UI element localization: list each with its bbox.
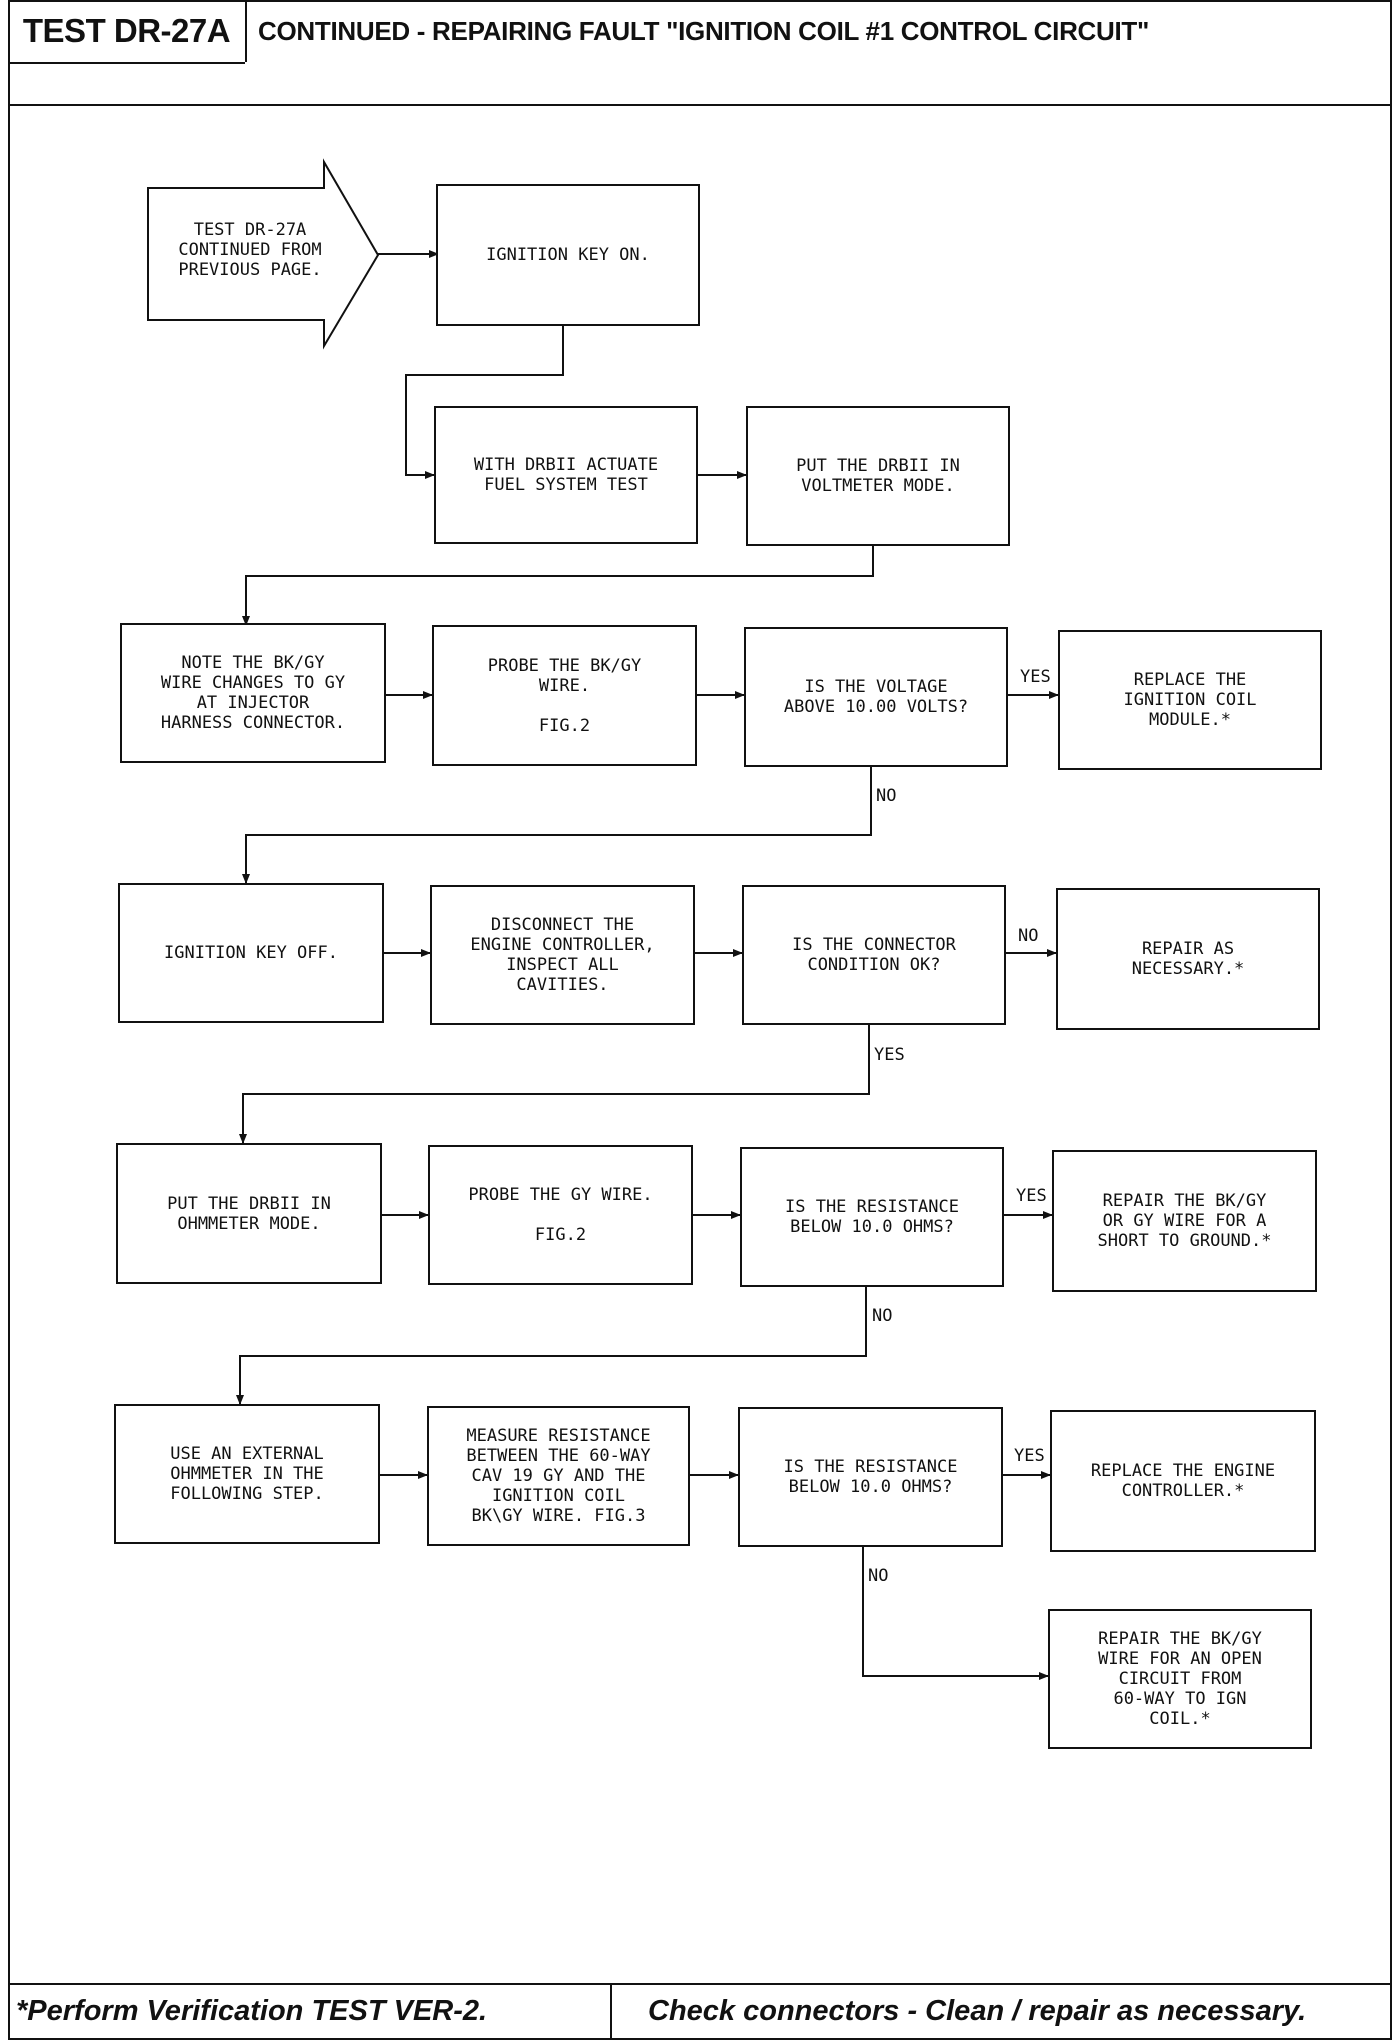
step-measure-resistance: MEASURE RESISTANCE BETWEEN THE 60-WAY CA… — [427, 1406, 690, 1546]
label-yes-open: YES — [1014, 1446, 1045, 1466]
step-disconnect-engine-controller: DISCONNECT THE ENGINE CONTROLLER, INSPEC… — [430, 885, 695, 1025]
step-ignition-key-on: IGNITION KEY ON. — [436, 184, 700, 326]
label-yes-connector: YES — [874, 1045, 905, 1065]
header-divider — [8, 104, 1392, 106]
page-border — [8, 0, 1392, 2040]
result-replace-ignition-coil-module: REPLACE THE IGNITION COIL MODULE.* — [1058, 630, 1322, 770]
decision-resistance-short: IS THE RESISTANCE BELOW 10.0 OHMS? — [740, 1147, 1004, 1287]
label-yes-short: YES — [1016, 1186, 1047, 1206]
step-voltmeter-mode: PUT THE DRBII IN VOLTMETER MODE. — [746, 406, 1010, 546]
footer-separator — [610, 1983, 612, 2040]
label-no-connector: NO — [1018, 926, 1039, 946]
step-ignition-key-off: IGNITION KEY OFF. — [118, 883, 384, 1023]
start-node: TEST DR-27A CONTINUED FROM PREVIOUS PAGE… — [178, 220, 322, 280]
header-top-rule — [8, 62, 245, 64]
step-external-ohmmeter: USE AN EXTERNAL OHMMETER IN THE FOLLOWIN… — [114, 1404, 380, 1544]
label-no-short: NO — [872, 1306, 893, 1326]
page-title: CONTINUED - REPAIRING FAULT "IGNITION CO… — [258, 15, 1150, 46]
step-probe-gy-wire: PROBE THE GY WIRE. FIG.2 — [428, 1145, 693, 1285]
step-note-wire-color: NOTE THE BK/GY WIRE CHANGES TO GY AT INJ… — [120, 623, 386, 763]
step-ohmmeter-mode: PUT THE DRBII IN OHMMETER MODE. — [116, 1143, 382, 1284]
decision-resistance-open: IS THE RESISTANCE BELOW 10.0 OHMS? — [738, 1407, 1003, 1547]
test-id: TEST DR-27A — [8, 0, 247, 62]
step-actuate-fuel-test: WITH DRBII ACTUATE FUEL SYSTEM TEST — [434, 406, 698, 544]
step-probe-bkgy-wire: PROBE THE BK/GY WIRE. FIG.2 — [432, 625, 697, 766]
label-yes-voltage: YES — [1020, 667, 1051, 687]
label-no-open: NO — [868, 1566, 889, 1586]
decision-voltage-above-10: IS THE VOLTAGE ABOVE 10.00 VOLTS? — [744, 627, 1008, 767]
decision-connector-condition: IS THE CONNECTOR CONDITION OK? — [742, 885, 1006, 1025]
footer-connector-note: Check connectors - Clean / repair as nec… — [648, 1994, 1307, 2027]
result-repair-open-circuit: REPAIR THE BK/GY WIRE FOR AN OPEN CIRCUI… — [1048, 1609, 1312, 1749]
start-arrow-shape — [147, 158, 380, 350]
footer-verification-note: *Perform Verification TEST VER-2. — [16, 1994, 488, 2027]
label-no-voltage: NO — [876, 786, 897, 806]
result-replace-engine-controller: REPLACE THE ENGINE CONTROLLER.* — [1050, 1410, 1316, 1552]
footer-divider — [8, 1983, 1392, 1985]
result-repair-short-to-ground: REPAIR THE BK/GY OR GY WIRE FOR A SHORT … — [1052, 1150, 1317, 1292]
result-repair-as-necessary: REPAIR AS NECESSARY.* — [1056, 888, 1320, 1030]
